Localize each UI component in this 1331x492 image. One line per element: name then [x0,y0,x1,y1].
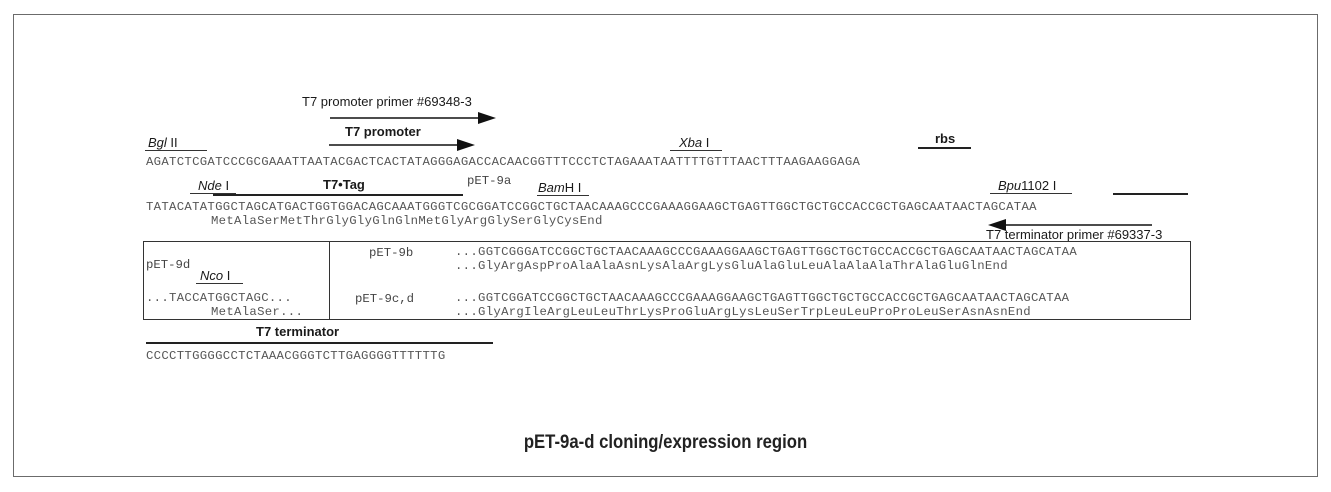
t7-terminator-bar [146,342,493,344]
sequence-line-1: AGATCTCGATCCCGCGAAATTAATACGACTCACTATAGGG… [146,155,861,169]
bgl-ii-site-label: Bgl II [148,135,178,150]
pet-9cd-protein: ...GlyArgIleArgLeuLeuThrLysProGluArgLysL… [455,305,1031,319]
nde-i-site-label: Nde I [198,178,230,193]
pet-9d-dna: ...TACCATGGCTAGC... [146,291,292,305]
bgl-ii-underline [145,150,207,151]
t7-promoter-primer-label: T7 promoter primer #69348-3 [302,94,472,109]
box-divider [329,241,330,320]
box-left-border [143,241,144,320]
pet-9b-protein: ...GlyArgAspProAlaAlaAsnLysAlaArgLysGluA… [455,259,1008,273]
bpu1102-i-site-label: Bpu1102 I [998,178,1057,193]
nde-i-underline [190,193,236,194]
t7-terminator-primer-label: T7 terminator primer #69337-3 [986,227,1163,242]
terminator-sequence: CCCCTTGGGGCCTCTAAACGGGTCTTGAGGGGTTTTTTG [146,349,446,363]
pet-9d-label: pET-9d [146,258,191,272]
pet-9b-label: pET-9b [369,246,414,260]
pet-9cd-dna: ...GGTCGGATCCGGCTGCTAACAAAGCCCGAAAGGAAGC… [455,291,1070,305]
sequence-line-2: TATACATATGGCTAGCATGACTGGTGGACAGCAAATGGGT… [146,200,1037,214]
t7-promoter-primer-arrow [330,112,496,124]
figure-caption: pET-9a-d cloning/expression region [523,432,808,453]
t7-terminator-primer-bar [1113,193,1188,195]
t7-tag-bar [213,194,463,196]
rbs-bar [918,147,971,149]
t7-promoter-label: T7 promoter [345,124,421,139]
pet-9a-label: pET-9a [467,174,512,188]
pet-9cd-label: pET-9c,d [355,292,415,306]
xba-i-site-label: Xba I [679,135,710,150]
t7-tag-label: T7•Tag [323,177,365,192]
t7-terminator-label: T7 terminator [256,324,340,339]
box-top-border [143,241,1191,242]
pet-9d-protein: MetAlaSer... [211,305,304,319]
bamh-i-site-label: BamH I [538,180,582,195]
box-bottom-border [143,319,1191,320]
figure-frame [13,14,1318,477]
box-right-border [1190,241,1191,320]
bpu1102-i-underline [990,193,1072,194]
t7-terminator-primer-arrow [988,219,1152,231]
nco-i-site-label: Nco I [200,268,231,283]
xba-i-underline [670,150,722,151]
t7-promoter-arrow [329,139,475,151]
nco-i-underline [196,283,243,284]
pet-9b-dna: ...GGTCGGGATCCGGCTGCTAACAAAGCCCGAAAGGAAG… [455,245,1078,259]
bamh-i-underline [537,195,589,196]
protein-line-2: MetAlaSerMetThrGlyGlyGlnGlnMetGlyArgGlyS… [211,214,603,228]
rbs-label: rbs [935,131,956,146]
